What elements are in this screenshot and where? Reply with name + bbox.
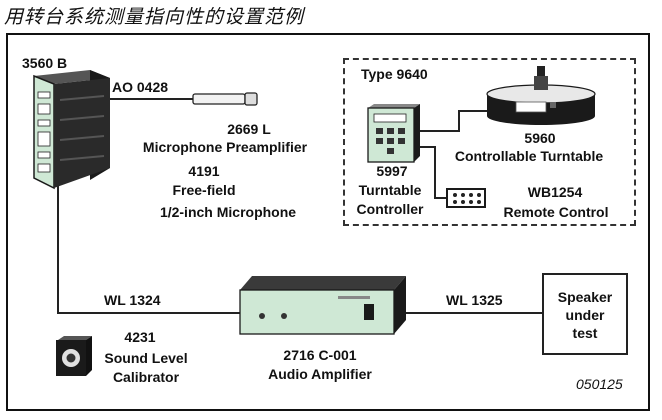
speaker-line3: test	[572, 325, 598, 341]
preamp-model: 2669 L	[227, 121, 271, 137]
amplifier-name: Audio Amplifier	[268, 366, 372, 382]
turntable-system-title: Type 9640	[361, 66, 428, 82]
analyzer-device	[33, 70, 110, 190]
turntable-device	[486, 66, 596, 125]
cable-controller-turntable-c	[458, 110, 490, 112]
diagram-frame	[6, 33, 650, 411]
cable-wl1325	[404, 312, 542, 314]
cable-controller-turntable-a	[418, 130, 458, 132]
speaker-line1: Speaker	[557, 289, 613, 305]
controller-name-line2: Controller	[356, 201, 424, 217]
preamp-name: Microphone Preamplifier	[142, 139, 308, 155]
cable-controller-remote-a	[418, 146, 436, 148]
figure-id: 050125	[576, 376, 623, 392]
microphone-preamp-icon	[192, 92, 258, 106]
mic-model: 4191	[188, 163, 220, 179]
controller-name-line1: Turntable	[358, 182, 422, 198]
cable-controller-remote-c	[434, 197, 448, 199]
cable-right-label: WL 1325	[446, 292, 503, 308]
controller-model: 5997	[376, 163, 408, 179]
remote-model: WB1254	[527, 184, 583, 200]
audio-amplifier-device	[239, 276, 406, 335]
calibrator-name-line2: Calibrator	[112, 369, 180, 385]
calibrator-name-line1: Sound Level	[104, 350, 188, 366]
speaker-line2: under	[565, 307, 605, 323]
turntable-system-group	[343, 58, 636, 226]
cable-wl1324	[57, 312, 243, 314]
cable-left-label: WL 1324	[104, 292, 161, 308]
mic-type: Free-field	[172, 182, 236, 198]
remote-name: Remote Control	[503, 204, 609, 220]
mic-size: 1/2-inch Microphone	[159, 204, 297, 220]
speaker-under-test: Speaker under test	[542, 273, 628, 355]
analyzer-label: 3560 B	[22, 55, 68, 71]
remote-control-device	[446, 188, 486, 208]
page-title: 用转台系统测量指向性的设置范例	[4, 6, 305, 28]
adapter-cable-label: AO 0428	[112, 79, 169, 95]
cable-analyzer-down	[57, 186, 59, 314]
turntable-name: Controllable Turntable	[454, 148, 604, 164]
cable-ao0428	[110, 98, 194, 100]
cable-controller-remote-b	[434, 146, 436, 198]
cable-controller-turntable-b	[458, 110, 460, 132]
sound-calibrator-device	[56, 336, 92, 376]
turntable-controller-device	[367, 104, 420, 163]
amplifier-model: 2716 C-001	[283, 347, 357, 363]
calibrator-model: 4231	[124, 329, 156, 345]
turntable-model: 5960	[524, 130, 556, 146]
